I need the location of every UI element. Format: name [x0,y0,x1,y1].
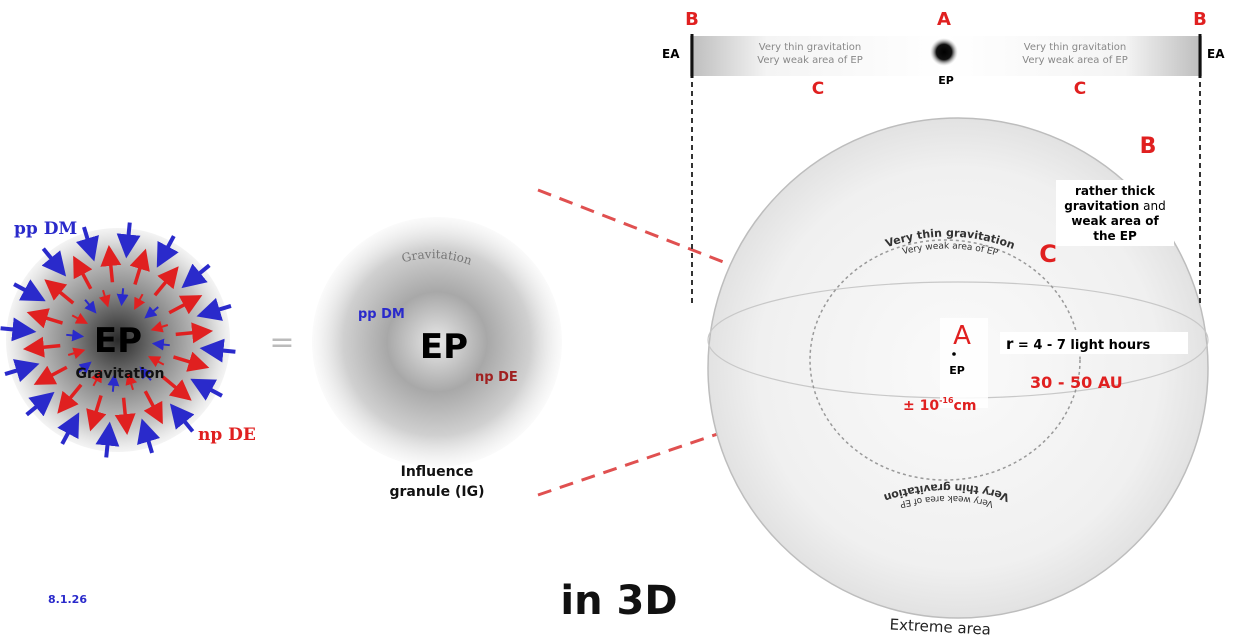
inward-dm-arrow [41,247,67,277]
bar-center-A: A [937,9,951,30]
outward-de-arrow [44,279,75,305]
inner-force-arrow [107,373,120,392]
sphere-3d: Very thin gravitation Very weak area of … [707,117,1209,639]
inner-force-arrow [134,293,146,311]
inner-force-arrow [116,288,129,307]
inner-force-arrow [151,338,170,351]
bar-left-C: C [812,79,824,99]
inner-dashed-sphere [809,239,1081,481]
influence-granule: Gravitation EP pp DM np DE Influence gra… [312,217,562,500]
inward-dm-arrow [25,391,55,417]
outward-de-arrow [175,322,214,344]
outward-de-arrow [143,390,163,425]
inward-dm-arrow [199,338,236,363]
outward-de-arrow [33,365,68,385]
bar-right-text1: Very thin gravitation [1024,42,1126,53]
outward-de-arrow [22,336,61,358]
thick-box-line2: gravitation and [1064,199,1165,213]
outward-de-arrow [26,308,64,329]
date-label: 8.1.26 [48,593,87,606]
outward-de-arrow [129,248,150,286]
outward-de-arrow [153,266,179,297]
inward-dm-arrow [0,317,37,342]
inner-force-arrow [147,356,165,368]
inward-dm-arrow [137,418,161,454]
bar-left-EA: EA [662,47,680,61]
outward-de-arrow [161,375,192,401]
inward-dm-arrow [156,235,179,268]
thick-box-line4: the EP [1093,229,1137,243]
inward-dm-arrow [75,226,99,262]
inner-force-arrow [66,329,85,342]
inner-force-arrow [67,347,86,360]
inward-dm-arrow [196,297,232,321]
bar-left-text1: Very thin gravitation [759,42,861,53]
bar-ep-glow [930,38,958,66]
ep-dot [952,352,956,356]
ig-caption-line2: granule (IG) [390,484,485,500]
sphere-A-label: A [953,321,971,351]
inner-force-arrow [150,320,169,333]
middle-np-de-label: np DE [475,370,518,385]
outward-de-arrow [73,255,93,290]
outward-de-arrow [57,383,83,414]
bar-left-text2: Very weak area of EP [757,55,863,66]
inner-force-arrow [77,361,92,374]
outward-de-arrow [100,244,122,283]
inner-force-arrow [90,369,102,387]
sphere-ep-label: EP [949,364,965,377]
inner-force-arrow [144,306,159,319]
bar-right-text2: Very weak area of EP [1022,55,1128,66]
middle-pp-dm-label: pp DM [358,307,405,322]
inner-force-arrow [139,366,152,381]
bar-right-B: B [1193,9,1207,30]
inward-dm-arrow [181,263,211,289]
outward-de-arrow [86,394,107,432]
bar-ep-label: EP [938,74,954,87]
inward-dm-arrow [95,421,120,458]
thick-box-line3: weak area of [1071,214,1159,228]
left-np-de-label: np DE [198,425,256,445]
inward-dm-arrow [13,279,46,302]
bar-right-C: C [1074,79,1086,99]
au-label: 30 - 50 AU [1030,373,1123,392]
radius-label-bg [1000,332,1188,354]
force-arrows [0,222,236,458]
left-ep-granule: EP Gravitation pp DM np DE [0,219,256,458]
center-label-bg [940,318,988,408]
extreme-area-label: Extreme area [889,615,991,638]
inward-dm-arrow [190,378,223,401]
middle-ep-label: EP [420,327,468,367]
left-pp-dm-label: pp DM [14,219,77,239]
bar-right-EA: EA [1207,47,1225,61]
thick-box-line1: rather thick [1075,184,1156,198]
inner-force-arrow [71,312,89,324]
ig-caption-line1: Influence [401,464,474,480]
thick-gravitation-box [1056,180,1174,246]
radius-label: r = 4 - 7 light hours [1006,335,1150,353]
sphere-B-label: B [1140,134,1157,159]
inward-dm-arrow [169,403,195,433]
ep-size-label: ± 10-16cm [903,396,976,414]
left-ep-label: EP [94,321,142,361]
in-3d-title: in 3D [560,578,677,624]
top-cross-section-bar: B A B EA EA Very thin gravitation Very w… [662,9,1225,306]
left-gravitation-label: Gravitation [76,366,165,382]
inward-dm-arrow [116,222,141,259]
outward-de-arrow [114,397,136,436]
outward-de-arrow [168,295,203,315]
sphere-C-label: C [1039,240,1057,268]
inner-force-arrow [125,372,138,391]
equals-sign: = [269,325,294,360]
outward-de-arrow [172,351,210,372]
middle-granule-glow [312,217,562,467]
inner-force-arrow [98,289,111,308]
inner-force-arrow [84,299,97,314]
bar-left-B: B [685,9,699,30]
inward-dm-arrow [57,412,80,445]
inward-dm-arrow [4,359,40,383]
